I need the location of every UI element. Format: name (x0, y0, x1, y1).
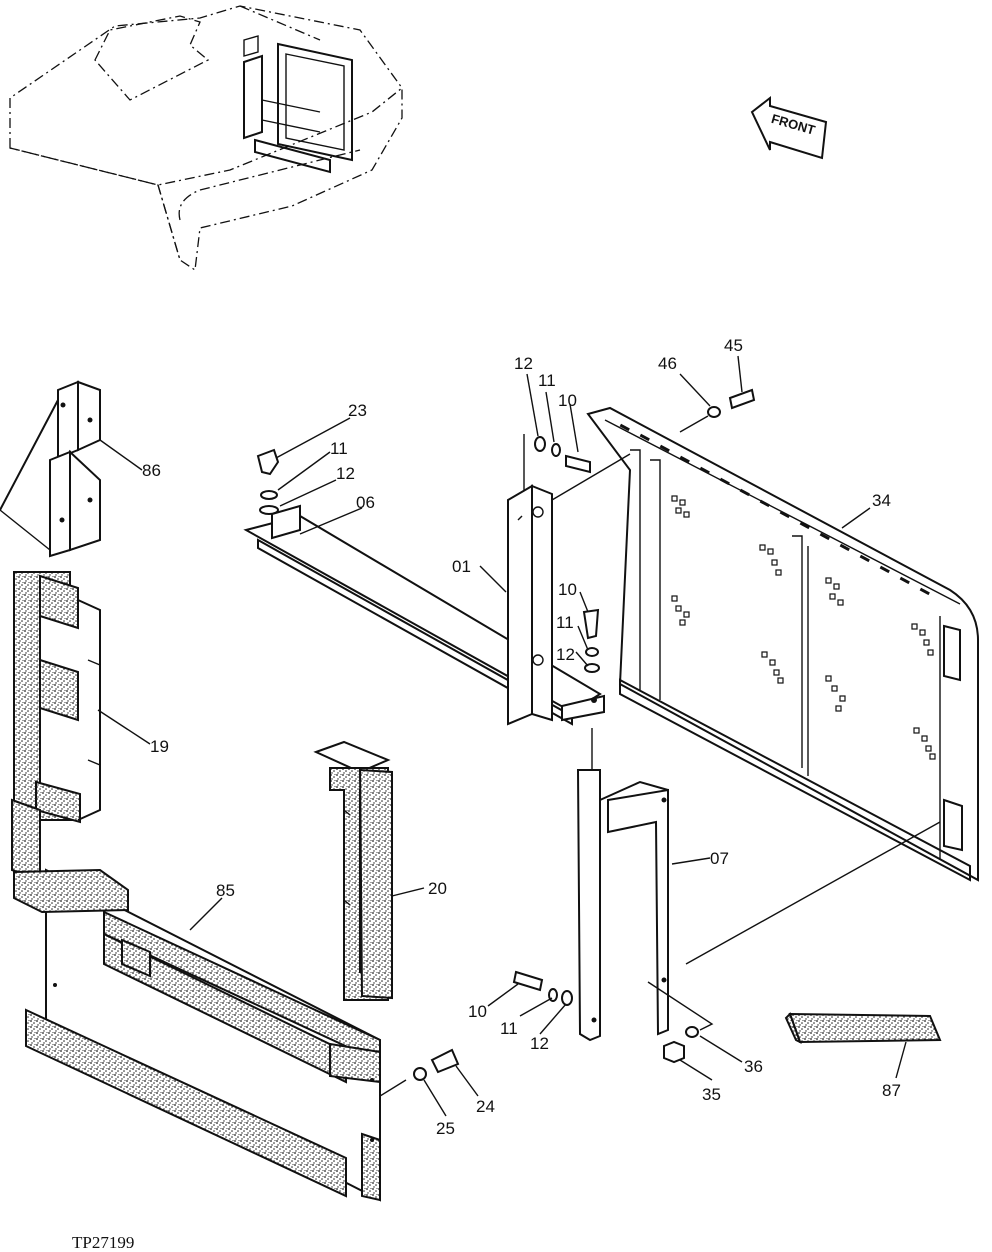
callout-23: 23 (348, 401, 367, 420)
foam-block-87 (784, 1012, 942, 1045)
front-label: FRONT (770, 111, 817, 138)
foam-seal-19 (11, 571, 101, 882)
callout-11: 11 (538, 371, 556, 390)
callout-01: 01 (452, 557, 471, 576)
callout-24: 24 (476, 1097, 495, 1116)
callout-10: 10 (558, 580, 577, 599)
callout-25: 25 (436, 1119, 455, 1138)
callout-12: 12 (556, 645, 575, 664)
callout-11: 11 (500, 1019, 518, 1038)
foam-seal-20 (313, 740, 393, 1001)
figure-reference: TP27199 (72, 1233, 134, 1252)
callout-12: 12 (336, 464, 355, 483)
callout-20: 20 (428, 879, 447, 898)
callout-labels: 12 11 10 46 45 23 86 11 12 06 34 01 10 1… (142, 336, 901, 1138)
leader-lines (97, 355, 941, 1117)
callout-10: 10 (468, 1002, 487, 1021)
machine-housing-overview (9, 5, 403, 272)
callout-34: 34 (872, 491, 891, 510)
guard-slots (619, 423, 930, 596)
front-direction-arrow: FRONT (750, 95, 828, 160)
callout-36: 36 (744, 1057, 763, 1076)
radiator-guard-34 (586, 406, 979, 882)
seal-plate-85 (13, 868, 381, 1202)
callout-45: 45 (724, 336, 743, 355)
callout-07: 07 (710, 849, 729, 868)
callout-12: 12 (514, 354, 533, 373)
bracket-86 (0, 380, 101, 558)
callout-85: 85 (216, 881, 235, 900)
callout-35: 35 (702, 1085, 721, 1104)
guard-hole-pattern (671, 495, 936, 760)
callout-86: 86 (142, 461, 161, 480)
callout-19: 19 (150, 737, 169, 756)
bracket-07 (576, 769, 669, 1042)
bracket-01 (507, 484, 553, 726)
callout-11: 11 (330, 439, 348, 458)
callout-12: 12 (530, 1034, 549, 1053)
callout-46: 46 (658, 354, 677, 373)
hardware-set (256, 388, 756, 1081)
callout-11: 11 (556, 613, 574, 632)
callout-10: 10 (558, 391, 577, 410)
callout-06: 06 (356, 493, 375, 512)
callout-87: 87 (882, 1081, 901, 1100)
